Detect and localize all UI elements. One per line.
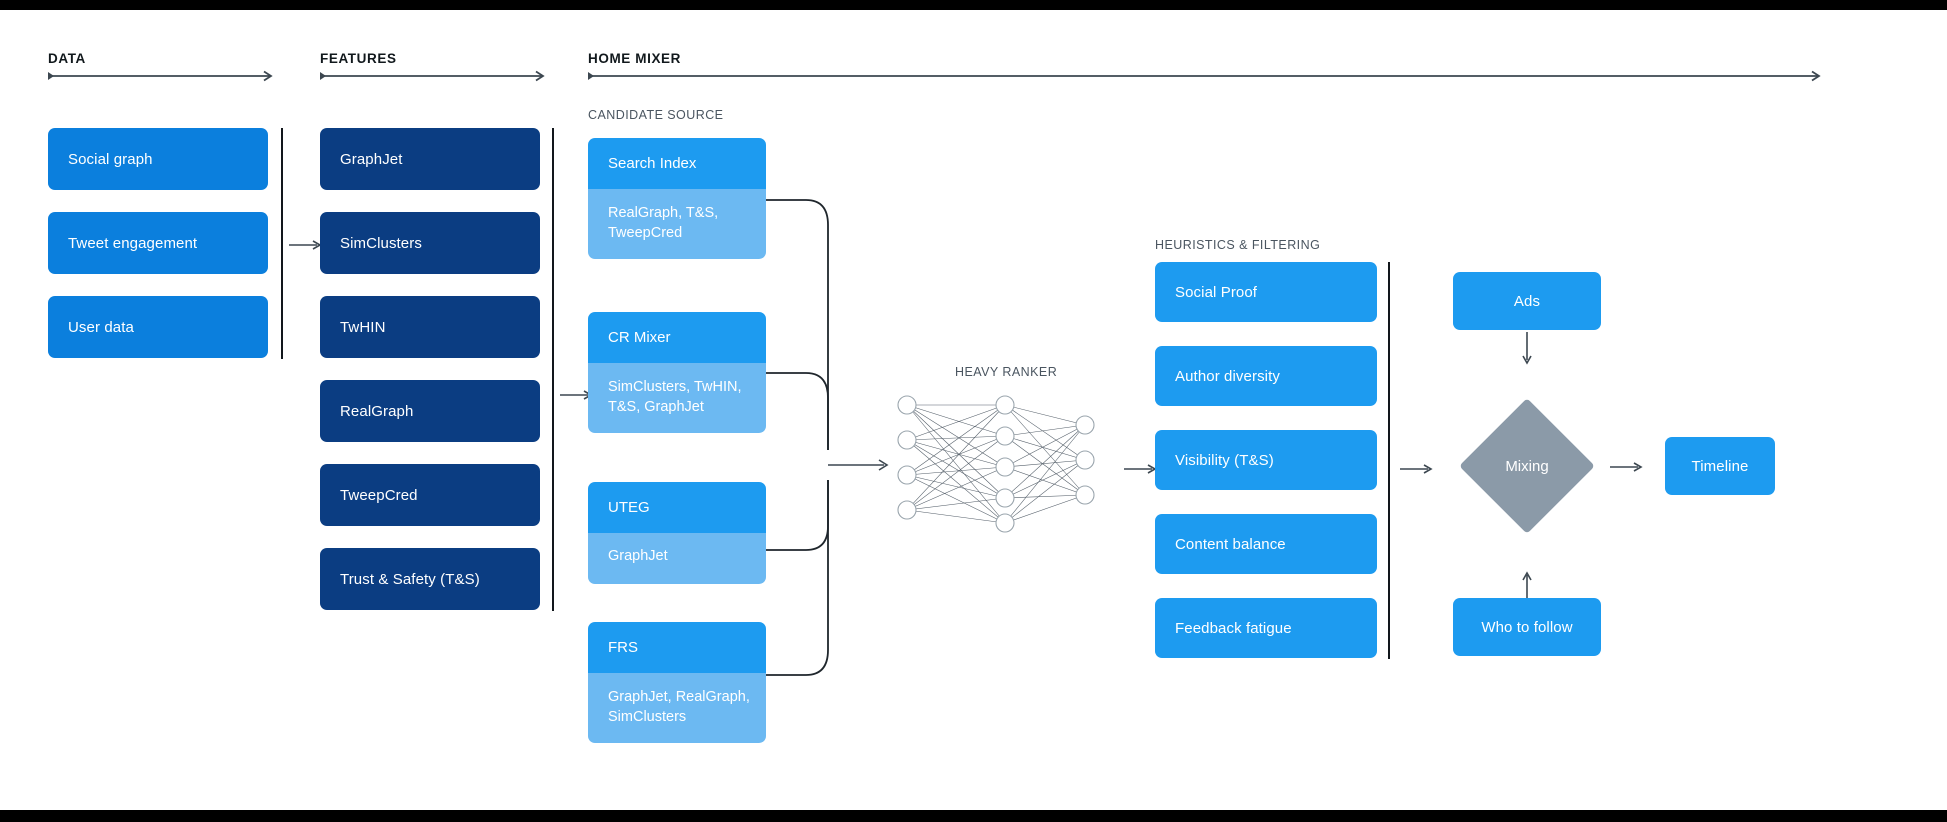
- section-rule-home-mixer: [588, 70, 1824, 82]
- features-item-twhin[interactable]: TwHIN: [320, 296, 540, 358]
- box-label: User data: [68, 318, 134, 336]
- diamond-label: Mixing: [1505, 457, 1549, 475]
- arrow-data-to-features: [289, 238, 323, 256]
- box-label: RealGraph: [340, 402, 414, 420]
- card-features: GraphJet, RealGraph, SimClusters: [588, 673, 766, 744]
- data-item-tweet-engagement[interactable]: Tweet engagement: [48, 212, 268, 274]
- card-features: RealGraph, T&S, TweepCred: [588, 189, 766, 260]
- section-title-data: DATA: [48, 51, 86, 66]
- features-item-tweepcred[interactable]: TweepCred: [320, 464, 540, 526]
- box-label: Who to follow: [1481, 618, 1573, 636]
- card-title: Search Index: [588, 138, 766, 189]
- diagram-canvas: DATA FEATURES HOME MIXER CANDIDATE SOURC…: [0, 10, 1947, 810]
- box-label: Author diversity: [1175, 367, 1280, 385]
- box-label: Trust & Safety (T&S): [340, 570, 480, 588]
- heuristics-item-visibility[interactable]: Visibility (T&S): [1155, 430, 1377, 490]
- candidate-source-card-frs[interactable]: FRS GraphJet, RealGraph, SimClusters: [588, 622, 766, 744]
- candidate-source-card-cr-mixer[interactable]: CR Mixer SimClusters, TwHIN, T&S, GraphJ…: [588, 312, 766, 434]
- section-title-features: FEATURES: [320, 51, 397, 66]
- box-label: Ads: [1513, 292, 1541, 310]
- subsection-title-heuristics: HEURISTICS & FILTERING: [1155, 238, 1321, 252]
- card-title: CR Mixer: [588, 312, 766, 363]
- heuristics-item-social-proof[interactable]: Social Proof: [1155, 262, 1377, 322]
- features-item-trust-safety[interactable]: Trust & Safety (T&S): [320, 548, 540, 610]
- box-label: GraphJet: [340, 150, 403, 168]
- features-item-graphjet[interactable]: GraphJet: [320, 128, 540, 190]
- box-label: Social graph: [68, 150, 153, 168]
- output-who-to-follow-box[interactable]: Who to follow: [1453, 598, 1601, 656]
- card-title: UTEG: [588, 482, 766, 533]
- connector-candidate-sources-to-ranker: [766, 130, 926, 755]
- subsection-title-heavy-ranker: HEAVY RANKER: [955, 365, 1058, 379]
- box-label: Visibility (T&S): [1175, 451, 1274, 469]
- box-label: Timeline: [1691, 457, 1749, 475]
- section-title-home-mixer: HOME MIXER: [588, 51, 682, 66]
- features-item-realgraph[interactable]: RealGraph: [320, 380, 540, 442]
- arrow-mixing-to-timeline: [1610, 460, 1644, 478]
- candidate-source-card-uteg[interactable]: UTEG GraphJet: [588, 482, 766, 584]
- heavy-ranker-neural-network: [895, 392, 1115, 533]
- box-label: Social Proof: [1175, 283, 1258, 301]
- arrow-ranker-to-heuristics: [1124, 462, 1158, 480]
- heuristics-item-feedback-fatigue[interactable]: Feedback fatigue: [1155, 598, 1377, 658]
- heuristics-item-content-balance[interactable]: Content balance: [1155, 514, 1377, 574]
- output-ads-box[interactable]: Ads: [1453, 272, 1601, 330]
- arrow-heuristics-to-mixing: [1400, 462, 1434, 480]
- section-rule-features: [320, 70, 548, 82]
- box-label: SimClusters: [340, 234, 422, 252]
- divider-heuristics-output: [1388, 262, 1390, 659]
- card-features: SimClusters, TwHIN, T&S, GraphJet: [588, 363, 766, 434]
- arrow-ads-to-mixing: [1521, 332, 1533, 371]
- mixing-diamond[interactable]: Mixing: [1457, 396, 1597, 536]
- heuristics-item-author-diversity[interactable]: Author diversity: [1155, 346, 1377, 406]
- box-label: Content balance: [1175, 535, 1286, 553]
- divider-features-home-mixer: [552, 128, 554, 611]
- data-item-social-graph[interactable]: Social graph: [48, 128, 268, 190]
- divider-data-features: [281, 128, 283, 359]
- box-label: Feedback fatigue: [1175, 619, 1292, 637]
- output-timeline-box[interactable]: Timeline: [1665, 437, 1775, 495]
- features-item-simclusters[interactable]: SimClusters: [320, 212, 540, 274]
- subsection-title-candidate-source: CANDIDATE SOURCE: [588, 108, 724, 122]
- card-title: FRS: [588, 622, 766, 673]
- data-item-user-data[interactable]: User data: [48, 296, 268, 358]
- box-label: TwHIN: [340, 318, 386, 336]
- candidate-source-card-search-index[interactable]: Search Index RealGraph, T&S, TweepCred: [588, 138, 766, 260]
- card-features: GraphJet: [588, 533, 766, 584]
- box-label: TweepCred: [340, 486, 418, 504]
- box-label: Tweet engagement: [68, 234, 198, 252]
- section-rule-data: [48, 70, 276, 82]
